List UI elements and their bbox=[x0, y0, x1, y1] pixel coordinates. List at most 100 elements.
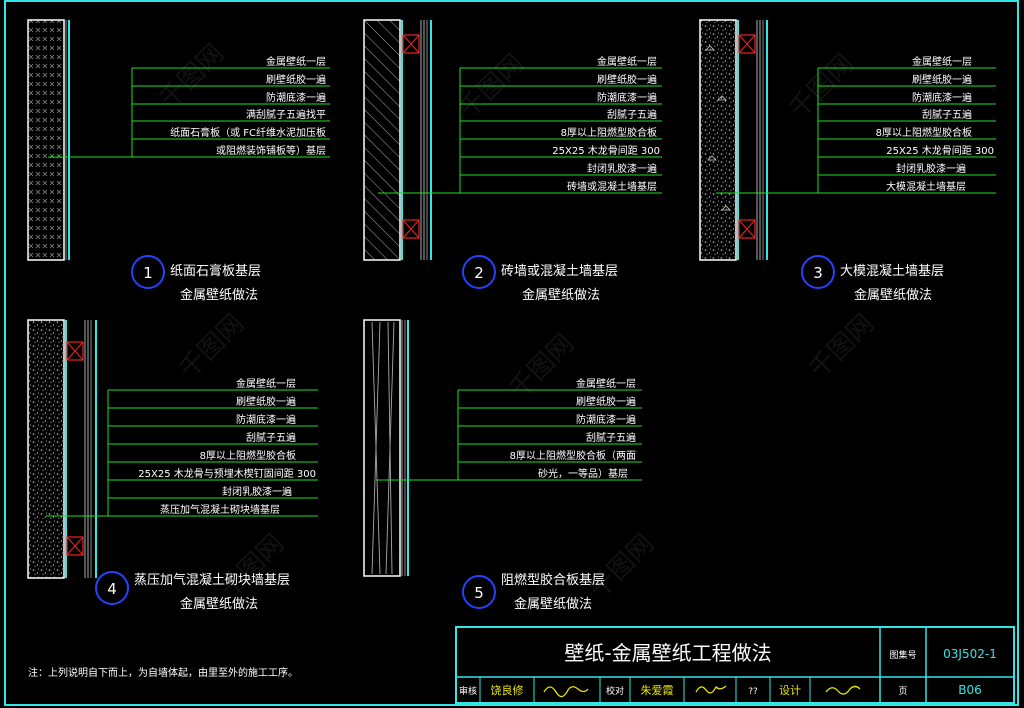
watermark: 千图网 bbox=[454, 49, 530, 125]
watermark: 千图网 bbox=[804, 309, 880, 385]
layer-label: 纸面石膏板（或 FC纤维水泥加压板 bbox=[170, 126, 326, 139]
plywood-section bbox=[363, 319, 401, 577]
layer-lines bbox=[108, 389, 318, 517]
layer-label: 刷壁纸胶一遍 bbox=[912, 73, 972, 86]
detail-4: 金属壁纸一层 刷壁纸胶一遍 防潮底漆一遍 刮腻子五遍 8厚以上阻燃型胶合板 25… bbox=[27, 319, 318, 612]
design-label: 设计 bbox=[779, 684, 801, 697]
layer-label: 刷壁纸胶一遍 bbox=[266, 73, 326, 86]
detail-caption-line2: 金属壁纸做法 bbox=[180, 287, 258, 303]
watermark: 千图网 bbox=[154, 39, 230, 115]
detail-caption-line2: 金属壁纸做法 bbox=[854, 287, 932, 303]
gypsum-board-section bbox=[27, 19, 65, 261]
concrete-wall-section bbox=[699, 19, 737, 261]
layer-label: 刷壁纸胶一遍 bbox=[597, 73, 657, 86]
layer-label: 刷壁纸胶一遍 bbox=[576, 395, 636, 408]
layer-label: 防潮底漆一遍 bbox=[236, 413, 296, 426]
checker-name: 朱爱霞 bbox=[641, 684, 674, 697]
detail-number: 4 bbox=[107, 580, 117, 598]
detail-3: 金属壁纸一层 刷壁纸胶一遍 防潮底漆一遍 刮腻子五遍 8厚以上阻燃型胶合板 25… bbox=[699, 19, 996, 303]
detail-number-circle bbox=[462, 575, 496, 609]
detail-number-circle bbox=[131, 255, 165, 289]
layer-label: 或阻燃装饰铺板等）基层 bbox=[216, 144, 326, 157]
detail-2: 金属壁纸一层 刷壁纸胶一遍 防潮底漆一遍 刮腻子五遍 8厚以上阻燃型胶合板 25… bbox=[363, 19, 662, 303]
detail-caption-line2: 金属壁纸做法 bbox=[180, 596, 258, 612]
detail-caption-line2: 金属壁纸做法 bbox=[522, 287, 600, 303]
layer-label: 金属壁纸一层 bbox=[266, 55, 326, 68]
layer-label: 防潮底漆一遍 bbox=[266, 91, 326, 104]
detail-number-circle bbox=[801, 255, 835, 289]
layer-labels: 金属壁纸一层 刷壁纸胶一遍 防潮底漆一遍 刮腻子五遍 8厚以上阻燃型胶合板 25… bbox=[552, 55, 660, 193]
layer-label: 刮腻子五遍 bbox=[607, 108, 657, 121]
layer-labels: 金属壁纸一层 刷壁纸胶一遍 防潮底漆一遍 刮腻子五遍 8厚以上阻燃型胶合板（两面… bbox=[510, 377, 636, 480]
title-block: 壁纸-金属壁纸工程做法 图集号 03J502-1 页 B06 审核 饶良修 校对… bbox=[455, 626, 1015, 704]
detail-1: 金属壁纸一层 刷壁纸胶一遍 防潮底漆一遍 满刮腻子五遍找平 纸面石膏板（或 FC… bbox=[27, 19, 330, 303]
detail-caption-line1: 蒸压加气混凝土砌块墙基层 bbox=[134, 572, 290, 588]
layer-label: 大模混凝土墙基层 bbox=[886, 180, 966, 193]
review-label: 审核 bbox=[459, 685, 477, 697]
layer-labels: 金属壁纸一层 刷壁纸胶一遍 防潮底漆一遍 刮腻子五遍 8厚以上阻燃型胶合板 25… bbox=[138, 377, 316, 516]
layer-label: 金属壁纸一层 bbox=[576, 377, 636, 390]
general-note: 注：上列说明自下而上，为自墙体起，由里至外的施工工序。 bbox=[28, 666, 298, 679]
layer-label: 满刮腻子五遍找平 bbox=[246, 108, 326, 121]
page-number: B06 bbox=[958, 683, 982, 697]
watermark: 千图网 bbox=[174, 309, 250, 385]
watermark: 千图网 bbox=[214, 529, 290, 605]
layer-label: 8厚以上阻燃型胶合板（两面 bbox=[510, 449, 636, 462]
detail-number-circle bbox=[462, 255, 496, 289]
layer-label: 刮腻子五遍 bbox=[922, 108, 972, 121]
layer-label: 8厚以上阻燃型胶合板 bbox=[200, 449, 296, 462]
detail-5: 金属壁纸一层 刷壁纸胶一遍 防潮底漆一遍 刮腻子五遍 8厚以上阻燃型胶合板（两面… bbox=[363, 319, 642, 612]
layer-label: 金属壁纸一层 bbox=[236, 377, 296, 390]
page-label: 页 bbox=[898, 686, 907, 697]
layer-label: 蒸压加气混凝土砌块墙基层 bbox=[160, 503, 280, 516]
layer-label: 8厚以上阻燃型胶合板 bbox=[561, 126, 657, 139]
watermark: 千图网 bbox=[504, 329, 580, 405]
detail-number: 1 bbox=[143, 264, 153, 282]
detail-caption-line1: 大模混凝土墙基层 bbox=[840, 263, 944, 279]
layer-label: 25X25 木龙骨间距 300 bbox=[886, 144, 994, 157]
detail-caption-line1: 砖墙或混凝土墙基层 bbox=[501, 263, 618, 279]
brick-wall-section bbox=[363, 19, 401, 261]
layer-label: 封闭乳胶漆一遍 bbox=[222, 485, 292, 498]
layer-labels: 金属壁纸一层 刷壁纸胶一遍 防潮底漆一遍 满刮腻子五遍找平 纸面石膏板（或 FC… bbox=[170, 55, 326, 157]
layer-labels: 金属壁纸一层 刷壁纸胶一遍 防潮底漆一遍 刮腻子五遍 8厚以上阻燃型胶合板 25… bbox=[876, 55, 994, 193]
detail-number: 5 bbox=[474, 584, 484, 602]
unknown-label: ?? bbox=[748, 687, 758, 697]
atlas-number: 03J502-1 bbox=[943, 647, 997, 661]
layer-label: 防潮底漆一遍 bbox=[576, 413, 636, 426]
detail-number: 2 bbox=[474, 264, 484, 282]
layer-label: 封闭乳胶漆一遍 bbox=[896, 162, 966, 175]
watermarks: 千图网 千图网 千图网 千图网 千图网 千图网 千图网 千图网 bbox=[154, 39, 880, 605]
layer-label: 8厚以上阻燃型胶合板 bbox=[876, 126, 972, 139]
designer-signature bbox=[825, 685, 861, 695]
reviewer-name: 饶良修 bbox=[491, 683, 524, 697]
layer-label: 防潮底漆一遍 bbox=[912, 91, 972, 104]
layer-label: 金属壁纸一层 bbox=[912, 55, 972, 68]
layer-lines bbox=[818, 67, 996, 194]
layer-label: 砖墙或混凝土墙基层 bbox=[567, 180, 657, 193]
layer-label: 金属壁纸一层 bbox=[597, 55, 657, 68]
detail-number: 3 bbox=[813, 264, 823, 282]
layer-label: 25X25 木龙骨间距 300 bbox=[552, 144, 660, 157]
atlas-label: 图集号 bbox=[889, 649, 916, 661]
detail-number-circle bbox=[95, 571, 129, 605]
detail-caption-line1: 纸面石膏板基层 bbox=[170, 263, 261, 279]
layer-label: 封闭乳胶漆一遍 bbox=[587, 162, 657, 175]
layer-label: 刷壁纸胶一遍 bbox=[236, 395, 296, 408]
watermark: 千图网 bbox=[584, 529, 660, 605]
layer-label: 砂光，一等品）基层 bbox=[538, 467, 628, 480]
layer-lines bbox=[132, 67, 330, 158]
sheet-border bbox=[4, 0, 1019, 706]
detail-caption-line1: 阻燃型胶合板基层 bbox=[501, 572, 605, 588]
drawing-title: 壁纸-金属壁纸工程做法 bbox=[564, 641, 771, 665]
watermark: 千图网 bbox=[784, 49, 860, 125]
checker-signature bbox=[695, 685, 727, 694]
layer-label: 刮腻子五遍 bbox=[586, 431, 636, 444]
check-label: 校对 bbox=[606, 685, 624, 697]
layer-label: 防潮底漆一遍 bbox=[597, 91, 657, 104]
layer-label: 刮腻子五遍 bbox=[246, 431, 296, 444]
layer-lines bbox=[458, 389, 642, 481]
aerated-block-section bbox=[27, 319, 65, 579]
